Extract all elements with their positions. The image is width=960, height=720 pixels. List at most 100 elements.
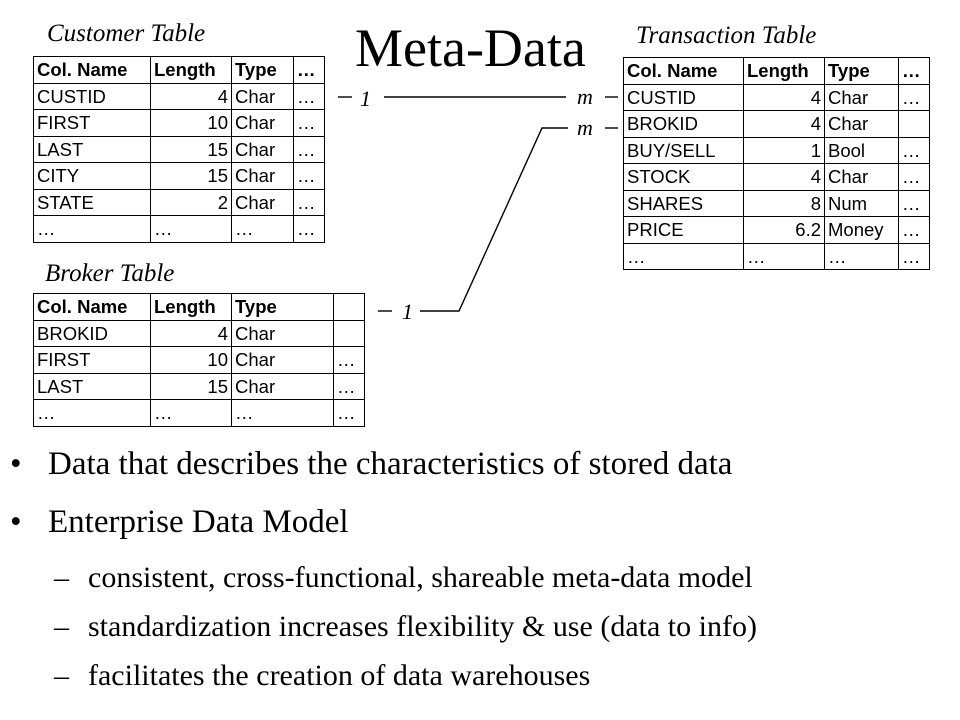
bullet-glyph: • xyxy=(10,446,22,482)
cell: PRICE xyxy=(623,216,744,244)
cell: CUSTID xyxy=(33,82,151,110)
cell: Char xyxy=(231,188,294,216)
cell: Char xyxy=(231,372,334,400)
dash-glyph: – xyxy=(54,610,69,643)
cell: LAST xyxy=(33,135,151,163)
table-header-row: Col. Name Length Type … xyxy=(623,57,930,85)
cell: 1 xyxy=(743,136,825,164)
cell: FIRST xyxy=(33,109,151,137)
broker-transaction-link xyxy=(420,127,568,312)
header-cell: … xyxy=(293,56,325,84)
cell: BROKID xyxy=(623,110,744,138)
bullet-item: • Data that describes the characteristics… xyxy=(10,446,950,482)
cell: … xyxy=(231,399,334,427)
cell: … xyxy=(898,216,930,244)
bullet-text: Enterprise Data Model xyxy=(48,504,349,540)
header-cell: Type xyxy=(231,293,334,321)
bullet-item: • Enterprise Data Model xyxy=(10,504,950,540)
cell: LAST xyxy=(33,372,151,400)
cell: 15 xyxy=(150,372,232,400)
cell: 6.2 xyxy=(743,216,825,244)
table-header-row: Col. Name Length Type … xyxy=(33,56,325,84)
transaction-brok-cardinality-label: m xyxy=(577,115,593,140)
cell: 4 xyxy=(743,83,825,111)
sub-bullet-item: –standardization increases flexibility &… xyxy=(10,611,950,643)
table-header-row: Col. Name Length Type xyxy=(33,293,365,321)
cell: 15 xyxy=(150,135,232,163)
broker-cardinality-label: 1 xyxy=(402,299,413,324)
header-cell: Length xyxy=(150,293,232,321)
cell: STATE xyxy=(33,188,151,216)
cell: … xyxy=(150,399,232,427)
sub-bullet-text: consistent, cross-functional, shareable … xyxy=(88,561,753,594)
cell: Char xyxy=(231,109,294,137)
cell: … xyxy=(293,109,325,137)
slide-title: Meta-Data xyxy=(355,18,586,78)
header-cell: Col. Name xyxy=(33,56,151,84)
cell: Bool xyxy=(824,136,899,164)
transaction-table-caption: Transaction Table xyxy=(636,22,817,49)
cell: Char xyxy=(231,162,294,190)
cell: CITY xyxy=(33,162,151,190)
cell: BUY/SELL xyxy=(623,136,744,164)
cell: … xyxy=(293,215,325,243)
cell: Char xyxy=(231,319,334,347)
customer-table-caption: Customer Table xyxy=(47,20,206,47)
cell: Char xyxy=(824,163,899,191)
cell: Num xyxy=(824,189,899,217)
cell: … xyxy=(293,82,325,110)
cell: … xyxy=(33,215,151,243)
header-cell: Type xyxy=(231,56,294,84)
cell: … xyxy=(824,242,899,270)
header-cell: … xyxy=(898,57,930,85)
cell: CUSTID xyxy=(623,83,744,111)
cell: 8 xyxy=(743,189,825,217)
cell: 10 xyxy=(150,109,232,137)
cell: … xyxy=(333,399,365,427)
cell xyxy=(333,319,365,347)
cell: … xyxy=(293,188,325,216)
cell: … xyxy=(898,242,930,270)
cell: 4 xyxy=(150,319,232,347)
cell: 10 xyxy=(150,346,232,374)
bullet-text: Data that describes the characteristics … xyxy=(48,446,733,482)
cell: … xyxy=(898,83,930,111)
table-row: ………… xyxy=(33,399,365,427)
header-cell xyxy=(333,293,365,321)
broker-table-caption: Broker Table xyxy=(45,260,175,287)
cell: … xyxy=(333,346,365,374)
sub-bullet-text: facilitates the creation of data warehou… xyxy=(88,659,591,692)
bullet-glyph: • xyxy=(10,504,22,540)
cell: 2 xyxy=(150,188,232,216)
cell: … xyxy=(33,399,151,427)
cell: Char xyxy=(231,346,334,374)
cell: … xyxy=(231,215,294,243)
cell: 15 xyxy=(150,162,232,190)
cell: … xyxy=(293,162,325,190)
cell: 4 xyxy=(743,163,825,191)
cell: FIRST xyxy=(33,346,151,374)
cell: Char xyxy=(231,135,294,163)
cell: BROKID xyxy=(33,319,151,347)
table-row: ………… xyxy=(33,215,325,243)
cell: … xyxy=(898,136,930,164)
header-cell: Col. Name xyxy=(33,293,151,321)
cell: … xyxy=(333,372,365,400)
customer-cardinality-label: 1 xyxy=(360,86,371,111)
bullet-list: • Data that describes the characteristics… xyxy=(10,446,950,709)
cell: … xyxy=(293,135,325,163)
